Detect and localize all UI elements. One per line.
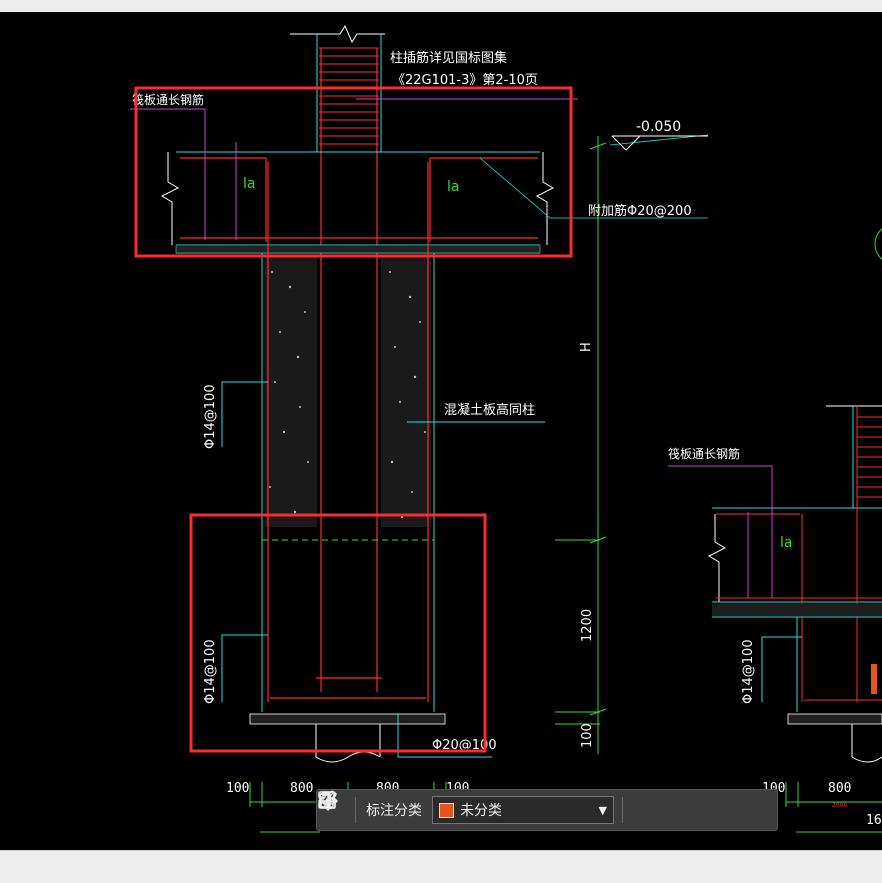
- category-color-swatch: [439, 802, 454, 818]
- paste-icon[interactable]: [319, 791, 763, 827]
- copy-icon[interactable]: [320, 791, 729, 827]
- move-icon[interactable]: [317, 790, 695, 827]
- cad-drawing: [130, 24, 882, 833]
- edit-icon[interactable]: [319, 790, 661, 827]
- annotation-category-label: 标注分类: [366, 803, 422, 819]
- category-select-value: 未分类: [460, 803, 502, 819]
- toolbar-divider: [355, 797, 356, 823]
- chevron-down-icon: ▼: [598, 803, 607, 817]
- cad-canvas[interactable]: 柱插筋详见国标图集 《22G101-3》第2-10页 筏板通长钢筋 -0.050…: [0, 12, 882, 850]
- annotation-toolbar: 标注分类 未分类 ▼: [316, 789, 778, 831]
- toolbar-divider: [622, 797, 623, 823]
- annotation-category-select[interactable]: 未分类 ▼: [432, 796, 614, 824]
- status-bar: [0, 850, 882, 883]
